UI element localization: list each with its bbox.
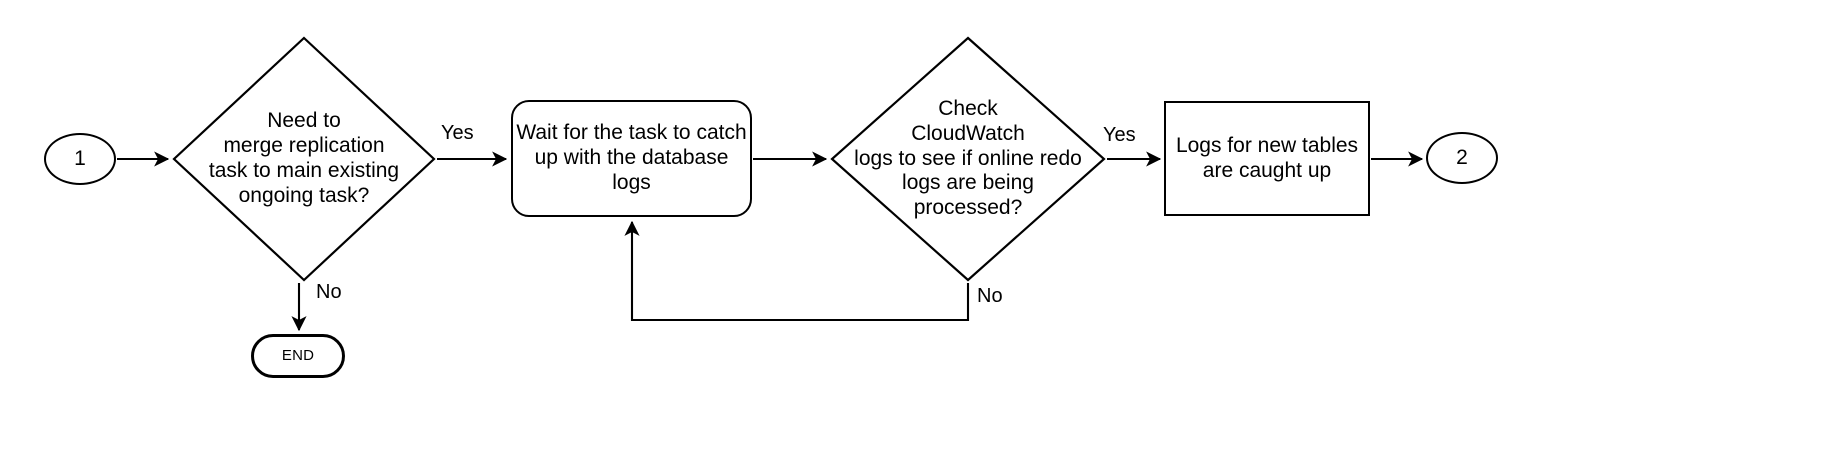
- process-wait-for-task-catchup-label: Wait for the task to catch up with the d…: [516, 121, 747, 194]
- diamond-shape: [830, 36, 1106, 282]
- diamond-shape: [172, 36, 436, 282]
- decision-check-cloudwatch-logs[interactable]: Check CloudWatch logs to see if online r…: [830, 36, 1106, 282]
- edge-label-yes-cloudwatch: Yes: [1103, 124, 1136, 146]
- edge-label-no-merge: No: [316, 281, 342, 303]
- edge-label-no-cloudwatch: No: [977, 285, 1003, 307]
- process-wait-for-task-catchup[interactable]: Wait for the task to catch up with the d…: [511, 100, 752, 217]
- edge-label-yes-merge: Yes: [441, 122, 474, 144]
- process-logs-for-new-tables-caught-up[interactable]: Logs for new tables are caught up: [1164, 101, 1370, 216]
- decision-merge-replication-task[interactable]: Need to merge replication task to main e…: [172, 36, 436, 282]
- edge-cloudwatch-no-loopback: [624, 220, 970, 322]
- end-terminator-label: END: [281, 347, 315, 365]
- connector-node-2-label: 2: [1456, 145, 1468, 169]
- decision-merge-replication-task-label: Need to merge replication task to main e…: [208, 109, 400, 207]
- connector-node-2[interactable]: 2: [1426, 132, 1498, 184]
- connector-node-1-label: 1: [74, 146, 86, 170]
- connector-node-1[interactable]: 1: [44, 133, 116, 185]
- end-terminator-node[interactable]: END: [251, 334, 345, 378]
- decision-check-cloudwatch-logs-label: Check CloudWatch logs to see if online r…: [854, 97, 1082, 220]
- process-logs-for-new-tables-caught-up-label: Logs for new tables are caught up: [1175, 133, 1359, 182]
